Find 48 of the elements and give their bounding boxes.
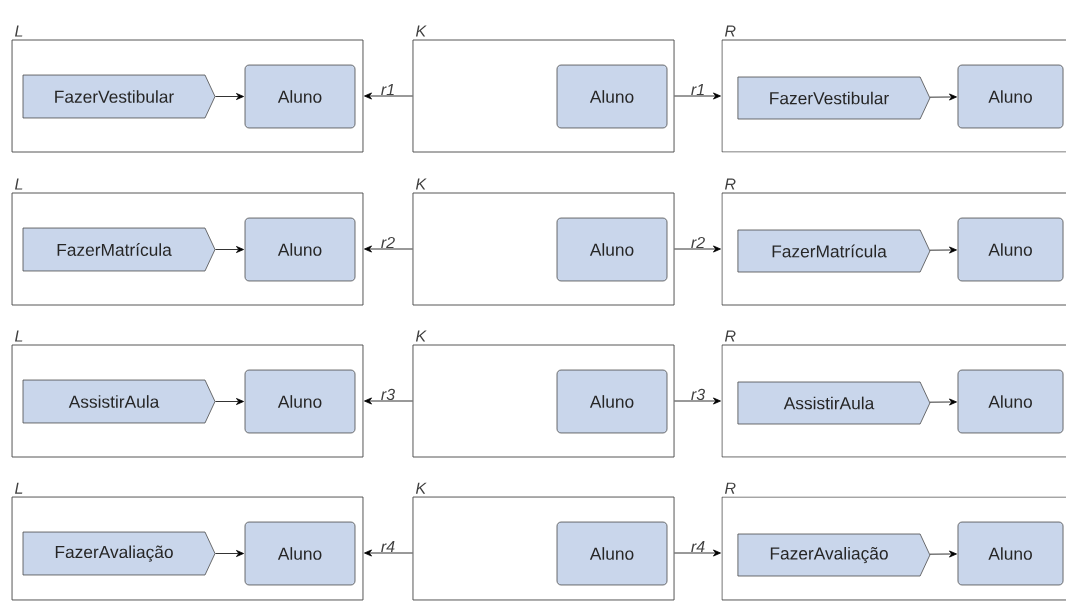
arrow: [364, 549, 413, 557]
edge-label: r2: [691, 236, 705, 249]
arrow: [364, 245, 413, 253]
class-box: Aluno: [244, 64, 356, 129]
class-box: Aluno: [957, 64, 1064, 129]
arrow: [674, 92, 721, 100]
arrow: [215, 93, 244, 100]
arrow: [929, 398, 957, 406]
edge-label: r1: [381, 84, 394, 96]
arrow: [929, 550, 957, 558]
arrow: [215, 550, 244, 557]
class-box: Aluno: [244, 521, 356, 586]
node-label: K: [415, 482, 427, 494]
edge-label: r4: [691, 541, 705, 553]
arrow: [674, 549, 721, 557]
node-label: K: [415, 330, 427, 342]
node-label: R: [724, 482, 736, 494]
node-label: R: [724, 25, 736, 37]
edge-label: r2: [381, 236, 395, 249]
class-box: Aluno: [244, 217, 356, 282]
class-box: Aluno: [556, 369, 668, 434]
edge-label: r1: [691, 84, 704, 96]
class-box: Aluno: [556, 64, 668, 129]
node-label: K: [415, 25, 427, 37]
node-label: L: [15, 178, 23, 190]
node-label: L: [15, 482, 23, 494]
class-box: Aluno: [957, 369, 1064, 434]
edge-label: r3: [691, 388, 705, 401]
class-box: Aluno: [957, 217, 1064, 282]
node-label: R: [724, 330, 736, 342]
edge-label: r4: [381, 541, 395, 553]
class-box: Aluno: [957, 521, 1064, 586]
node-label: K: [415, 178, 427, 190]
arrow: [364, 92, 413, 100]
arrow: [929, 246, 957, 254]
arrow: [364, 397, 413, 405]
arrow: [215, 246, 244, 253]
node-label: R: [724, 178, 736, 190]
edge-label: r3: [381, 388, 395, 401]
class-box: Aluno: [244, 369, 356, 434]
node-label: L: [15, 330, 23, 342]
class-box: Aluno: [556, 217, 668, 282]
arrow: [929, 93, 957, 101]
arrow: [215, 398, 244, 405]
class-box: Aluno: [556, 521, 668, 586]
node-label: L: [15, 25, 23, 37]
arrow: [674, 245, 721, 253]
arrow: [674, 397, 721, 405]
